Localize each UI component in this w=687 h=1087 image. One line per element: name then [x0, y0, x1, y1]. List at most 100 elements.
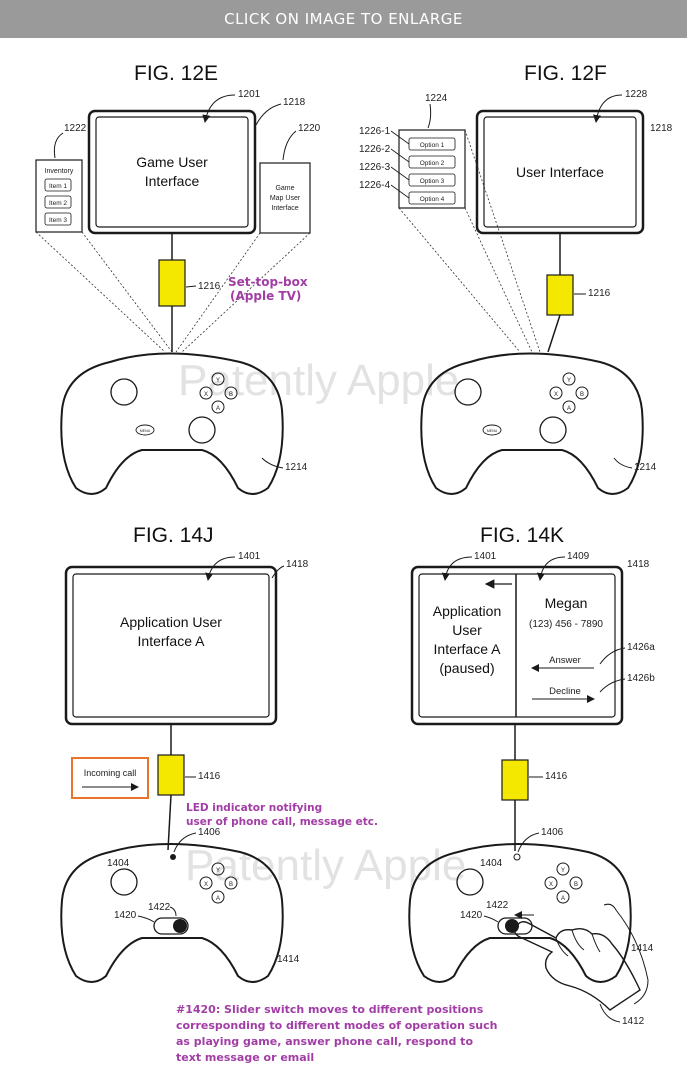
ref-1418-14j: 1418 [286, 559, 309, 570]
decline-option: Decline [532, 686, 595, 703]
ref-1404-14j: 1404 [107, 858, 130, 869]
fig-14k-title: FIG. 14K [480, 524, 564, 547]
leader-1220 [282, 130, 297, 161]
user-interface-text: User Interface [516, 164, 604, 180]
svg-text:A: A [567, 406, 571, 412]
slider-switch-14j [153, 917, 189, 935]
ref-1422-14j: 1422 [148, 902, 171, 913]
paused-line1: Application [433, 603, 502, 619]
ref-1226-1: 1226-1 [359, 126, 391, 137]
set-top-box-12e [158, 259, 186, 307]
ref-1216-12f: 1216 [588, 288, 611, 299]
option-menu [398, 129, 466, 209]
menu-label-12f: MENU [487, 429, 498, 433]
caption-line1: #1420: Slider switch moves to different … [176, 1003, 484, 1016]
inventory-item-1-label: Item 1 [49, 183, 67, 190]
led-indicator-off [513, 853, 521, 861]
ref-1412: 1412 [622, 1016, 645, 1027]
incoming-call-callout [71, 757, 149, 799]
ref-1226-2: 1226-2 [359, 144, 391, 155]
game-ui-line2: Interface [145, 173, 200, 189]
app-ui-line2: Interface A [138, 633, 206, 649]
ref-1220: 1220 [298, 123, 321, 134]
map-line1: Game [275, 185, 294, 192]
btn-y-12e: Y [216, 378, 220, 384]
ref-1426b: 1426b [627, 673, 655, 684]
ref-1224: 1224 [425, 93, 448, 104]
svg-text:Option 1: Option 1 [420, 142, 445, 149]
svg-text:Y: Y [216, 868, 220, 874]
svg-text:Option 4: Option 4 [420, 196, 445, 203]
fig-14j: FIG. 14J Application User Interface A 14… [60, 524, 378, 983]
ref-1401-14j: 1401 [238, 551, 261, 562]
caption-line4: text message or email [176, 1051, 314, 1064]
ref-1222: 1222 [64, 123, 87, 134]
fig-12e: FIG. 12E Game User Interface 1201 1218 1… [35, 62, 321, 495]
ref-1226-4: 1226-4 [359, 180, 391, 191]
ref-1420-14j: 1420 [114, 910, 137, 921]
leader-1218 [255, 103, 282, 126]
set-top-box-label-2: (Apple TV) [230, 289, 301, 303]
ref-1406-14k: 1406 [541, 827, 564, 838]
fig-12e-title: FIG. 12E [134, 62, 218, 85]
inventory-panel [35, 159, 83, 233]
ref-1214-12f: 1214 [634, 462, 657, 473]
paused-line2: User [452, 622, 482, 638]
set-top-box-14j [157, 754, 185, 796]
paused-line4: (paused) [439, 660, 494, 676]
set-top-box-label-1: Set-top-box [228, 275, 308, 289]
svg-text:Option 3: Option 3 [420, 178, 445, 185]
ref-1216-12e: 1216 [198, 281, 221, 292]
ref-1218: 1218 [283, 97, 306, 108]
btn-x-12e: X [204, 392, 208, 398]
fig-12f-title: FIG. 12F [524, 62, 607, 85]
caller-name: Megan [545, 595, 588, 611]
svg-text:Decline: Decline [549, 686, 581, 697]
patent-diagram: Patently Apple Patently Apple FIG. 12E G… [35, 62, 673, 1064]
ref-1420-14k: 1420 [460, 910, 483, 921]
led-note-1: LED indicator notifying [186, 802, 322, 814]
option-2: Option 2 [408, 155, 456, 169]
ref-1201: 1201 [238, 89, 261, 100]
svg-text:Y: Y [567, 378, 571, 384]
ref-1228: 1228 [625, 89, 648, 100]
option-1: Option 1 [408, 137, 456, 151]
controller-12f [420, 352, 644, 495]
enlarge-banner[interactable]: CLICK ON IMAGE TO ENLARGE [0, 0, 687, 38]
watermark-top: Patently Apple [178, 356, 459, 405]
controller-12e [60, 352, 284, 495]
inventory-item-2-label: Item 2 [49, 200, 67, 207]
svg-text:B: B [574, 882, 578, 888]
svg-text:Option 2: Option 2 [420, 160, 445, 167]
caption-line2: corresponding to different modes of oper… [176, 1019, 497, 1032]
ref-1226-3: 1226-3 [359, 162, 391, 173]
menu-label-12e: MENU [140, 429, 151, 433]
led-indicator-on [170, 854, 176, 860]
ref-1422-14k: 1422 [486, 900, 509, 911]
set-top-box-12f [546, 274, 574, 316]
caller-phone: (123) 456 - 7890 [529, 619, 603, 630]
tv-frame [87, 109, 257, 235]
watermark-bottom: Patently Apple [185, 841, 466, 890]
map-panel [259, 162, 311, 234]
inventory-item-3-label: Item 3 [49, 217, 67, 224]
paused-line3: Interface A [434, 641, 502, 657]
ref-1404-14k: 1404 [480, 858, 503, 869]
fig-12f: FIG. 12F User Interface 1228 1218 1224 O… [359, 62, 673, 495]
ref-1418-14k: 1418 [627, 559, 650, 570]
ref-1416-14k: 1416 [545, 771, 568, 782]
svg-text:Y: Y [561, 868, 565, 874]
leader-1201 [202, 94, 236, 123]
ref-1409: 1409 [567, 551, 590, 562]
svg-text:Answer: Answer [549, 655, 581, 666]
hand-illustration [514, 921, 641, 1011]
inventory-title: Inventory [45, 168, 74, 175]
app-ui-line1: Application User [120, 614, 222, 630]
led-note-2: user of phone call, message etc. [186, 816, 378, 828]
controller-14k [408, 843, 632, 983]
menu-button-12e [135, 424, 155, 436]
ref-1414-14j: 1414 [277, 954, 300, 965]
inventory-item-1 [44, 178, 72, 192]
set-top-box-14k [501, 759, 529, 801]
ref-1426a: 1426a [627, 642, 655, 653]
